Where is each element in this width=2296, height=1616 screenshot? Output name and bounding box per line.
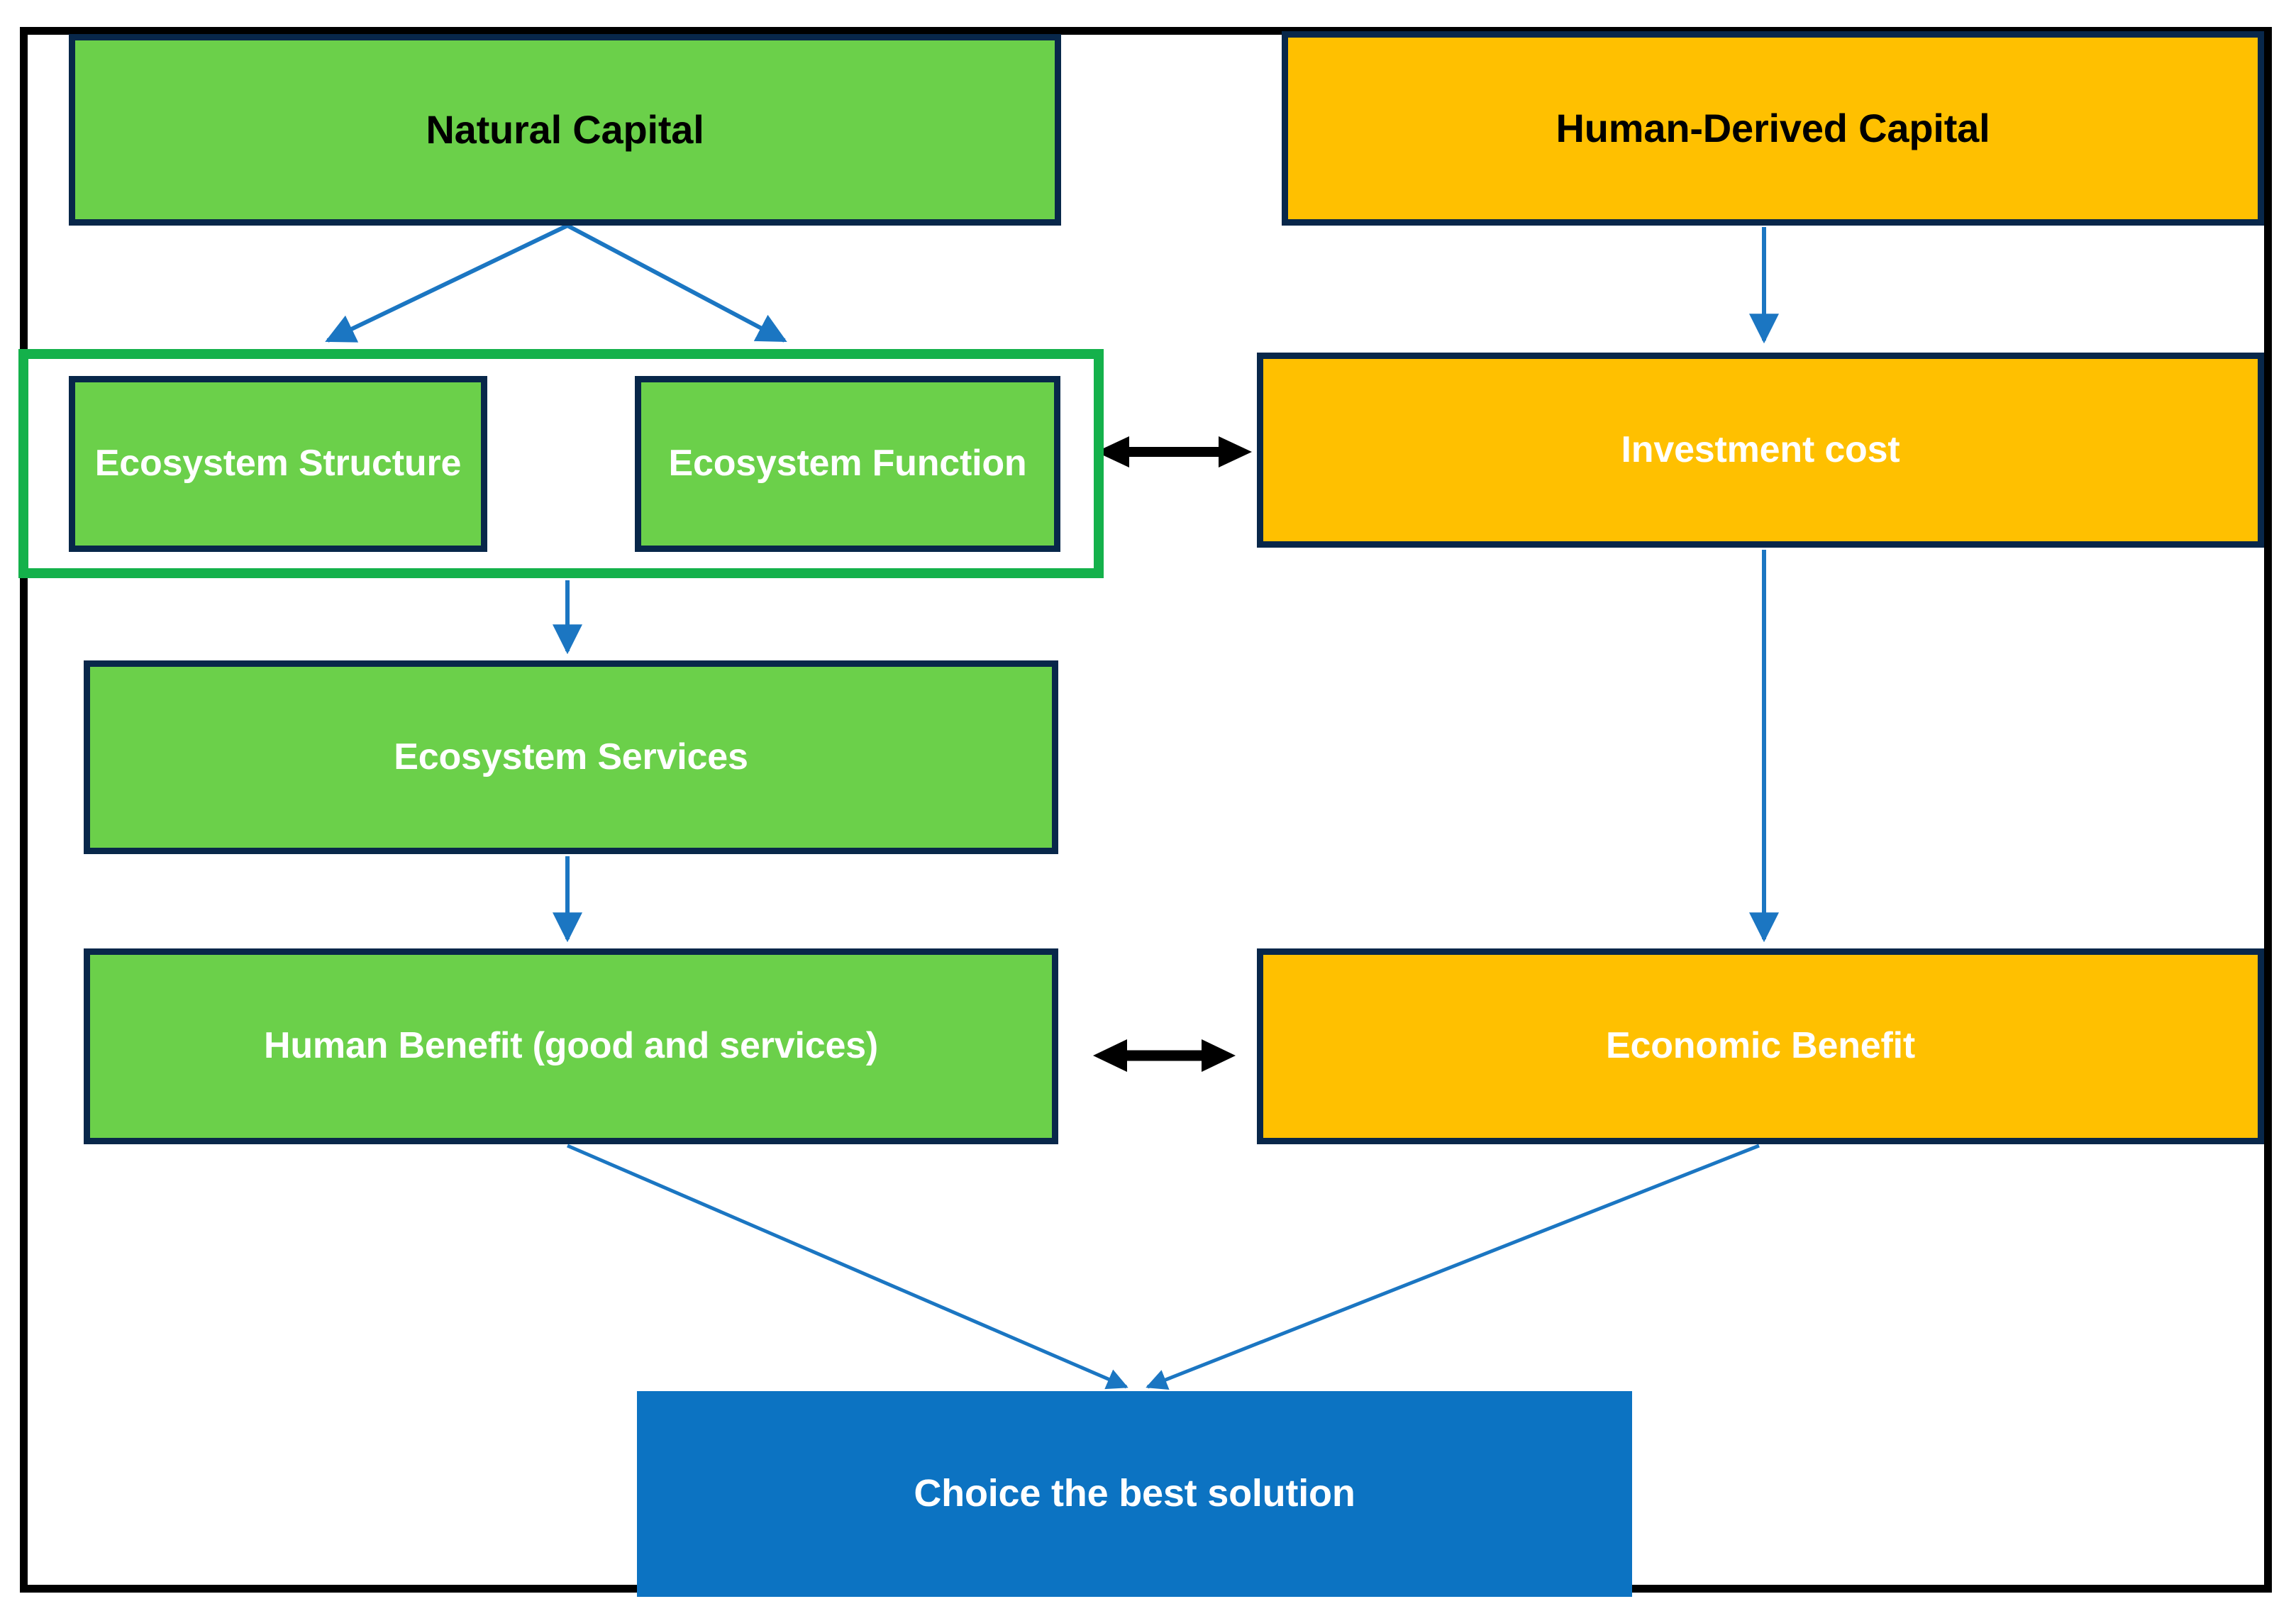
node-ecosystem-structure[interactable]: Ecosystem Structure bbox=[69, 376, 487, 552]
node-natural-capital[interactable]: Natural Capital bbox=[69, 34, 1061, 226]
node-investment-cost[interactable]: Investment cost bbox=[1257, 353, 2264, 548]
node-economic-benefit[interactable]: Economic Benefit bbox=[1257, 948, 2264, 1144]
node-choice-best-solution[interactable]: Choice the best solution bbox=[637, 1391, 1632, 1597]
node-human-benefit[interactable]: Human Benefit (good and services) bbox=[84, 948, 1058, 1144]
node-ecosystem-function[interactable]: Ecosystem Function bbox=[635, 376, 1060, 552]
node-ecosystem-services[interactable]: Ecosystem Services bbox=[84, 660, 1058, 854]
node-human-derived-capital[interactable]: Human-Derived Capital bbox=[1282, 31, 2264, 226]
